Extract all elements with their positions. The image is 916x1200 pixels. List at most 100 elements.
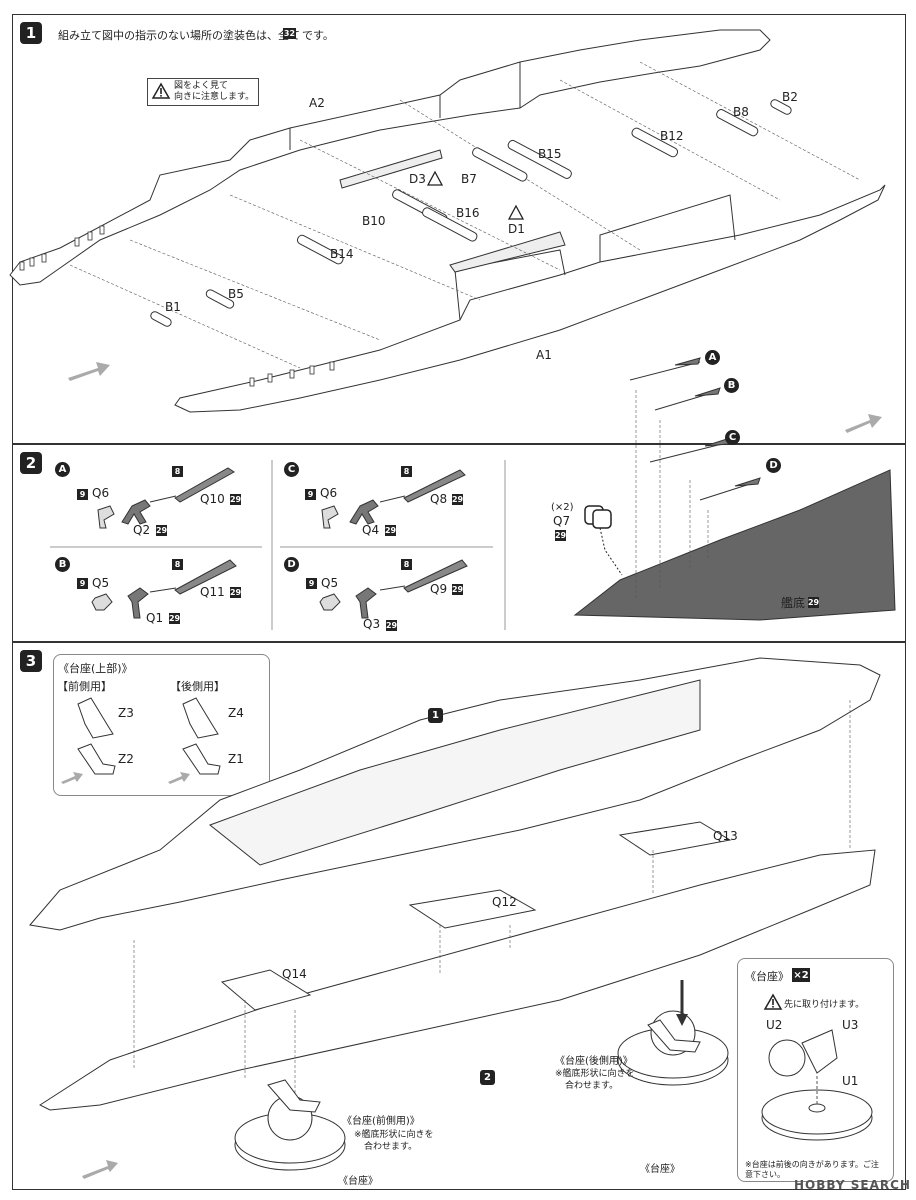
base-inset-warning: 先に取り付けます。	[784, 1000, 865, 1010]
group-b-blade: Q11	[200, 585, 225, 599]
part-label-b5: B5	[228, 287, 244, 301]
step2-badge: 2	[20, 452, 42, 474]
warning-icon	[151, 82, 171, 99]
step1-warning-line2: 向きに注意します。	[174, 92, 255, 102]
step3-hull-drawing	[29, 657, 881, 1179]
step1-color-code: 32	[283, 28, 296, 39]
part-label-b14: B14	[330, 247, 354, 261]
group-d-rod-code: 8	[401, 559, 412, 570]
part-label-b1: B1	[165, 300, 181, 314]
group-a-rod-code: 8	[172, 466, 183, 477]
group-c-qsmall: Q6	[320, 486, 338, 500]
front-stand-note-2: 合わせます。	[364, 1142, 418, 1152]
group-d-qsmall-code: 9	[306, 578, 317, 589]
part-label-b12: B12	[660, 129, 684, 143]
group-c-blade: Q8	[430, 492, 448, 506]
group-letter-a: A	[55, 462, 70, 477]
group-d-blade-code: 29	[451, 584, 464, 595]
front-stand-title: 《台座(前側用)》	[342, 1116, 420, 1127]
base-inset-count: ×2	[792, 968, 810, 982]
step1-direction-arrow-right	[845, 414, 882, 433]
rear-stand-note-2: 合わせます。	[565, 1081, 619, 1091]
step3-panel	[12, 642, 906, 1190]
group-b-bracket-code: 29	[168, 613, 181, 624]
part-label-d1: D1	[508, 222, 525, 236]
group-b-rod-code: 8	[172, 559, 183, 570]
step2-dividers	[50, 460, 506, 630]
base-inset-title: 《台座》	[745, 970, 789, 983]
part-label-z1: Z1	[228, 752, 244, 766]
part-label-b15: B15	[538, 147, 562, 161]
group-b-qsmall-code: 9	[77, 578, 88, 589]
group-c-blade-code: 29	[451, 494, 464, 505]
group-a-bracket-code: 29	[155, 525, 168, 536]
warning-icon	[763, 993, 783, 1010]
group-b-bracket: Q1	[146, 611, 164, 625]
part-label-b2: B2	[782, 90, 798, 104]
step2-parts-drawing	[91, 357, 896, 621]
part-label-z3: Z3	[118, 706, 134, 720]
base-note: ※台座は前後の向きがあります。ご注意下さい。	[745, 1160, 879, 1179]
q7-label: Q7	[553, 514, 571, 528]
hull-letter-c: C	[725, 430, 740, 445]
ref-step1-badge: 1	[428, 708, 443, 723]
part-label-b8: B8	[733, 105, 749, 119]
part-label-b10: B10	[362, 214, 386, 228]
part-label-q13: Q13	[713, 829, 738, 843]
step1-instruction-post: です。	[302, 29, 334, 42]
part-label-q14: Q14	[282, 967, 307, 981]
part-label-z4: Z4	[228, 706, 244, 720]
part-label-u3: U3	[842, 1018, 859, 1032]
group-d-blade: Q9	[430, 582, 448, 596]
part-label-z2: Z2	[118, 752, 134, 766]
group-c-qsmall-code: 9	[305, 489, 316, 500]
group-d-bracket: Q3	[363, 617, 381, 631]
group-c-bracket: Q4	[362, 523, 380, 537]
stand-label-left: 《台座》	[338, 1176, 378, 1187]
group-a-bracket: Q2	[133, 523, 151, 537]
part-label-a2: A2	[309, 96, 325, 110]
ref-step2-badge: 2	[480, 1070, 495, 1085]
step2-panel	[12, 444, 906, 642]
watermark: HOBBY SEARCH	[794, 1178, 911, 1192]
group-a-blade-code: 29	[229, 494, 242, 505]
part-label-q12: Q12	[492, 895, 517, 909]
hull-letter-b: B	[724, 378, 739, 393]
step1-direction-arrow-left	[68, 362, 110, 381]
group-d-qsmall: Q5	[321, 576, 339, 590]
q7-count: (×2)	[551, 502, 574, 513]
hull-bottom-code: 29	[807, 597, 820, 608]
hull-bottom-label: 艦底	[781, 596, 806, 610]
group-a-qsmall-code: 9	[77, 489, 88, 500]
front-stand-note-1: ※艦底形状に向きを	[354, 1130, 434, 1140]
part-label-a1: A1	[536, 348, 552, 362]
step1-warning-line1: 図をよく見て	[174, 81, 229, 91]
group-c-rod-code: 8	[401, 466, 412, 477]
rear-use-label: 【後側用】	[170, 680, 225, 693]
part-label-u2: U2	[766, 1018, 783, 1032]
warning-icon	[426, 170, 525, 220]
group-letter-c: C	[284, 462, 299, 477]
hull-letter-d: D	[766, 458, 781, 473]
step3-badge: 3	[20, 650, 42, 672]
group-letter-d: D	[284, 557, 299, 572]
step1-hull-drawing	[9, 29, 886, 433]
group-c-bracket-code: 29	[384, 525, 397, 536]
part-label-b7: B7	[461, 172, 477, 186]
step1-badge: 1	[20, 22, 42, 44]
front-use-label: 【前側用】	[57, 680, 112, 693]
stand-label-right: 《台座》	[640, 1164, 680, 1175]
group-d-bracket-code: 29	[385, 620, 398, 631]
stand-upper-drawing	[61, 697, 221, 784]
step1-warning-box: 図をよく見て 向きに注意します。	[147, 78, 260, 106]
part-label-d3: D3	[409, 172, 426, 186]
part-label-b16: B16	[456, 206, 480, 220]
group-a-blade: Q10	[200, 492, 225, 506]
q7-code: 29	[554, 530, 567, 541]
stand-upper-title: 《台座(上部)》	[58, 662, 133, 675]
step1-instruction-pre: 組み立て図中の指示のない場所の塗装色は、全て	[58, 29, 300, 42]
group-b-qsmall: Q5	[92, 576, 110, 590]
group-b-blade-code: 29	[229, 587, 242, 598]
part-label-u1: U1	[842, 1074, 859, 1088]
group-letter-b: B	[55, 557, 70, 572]
